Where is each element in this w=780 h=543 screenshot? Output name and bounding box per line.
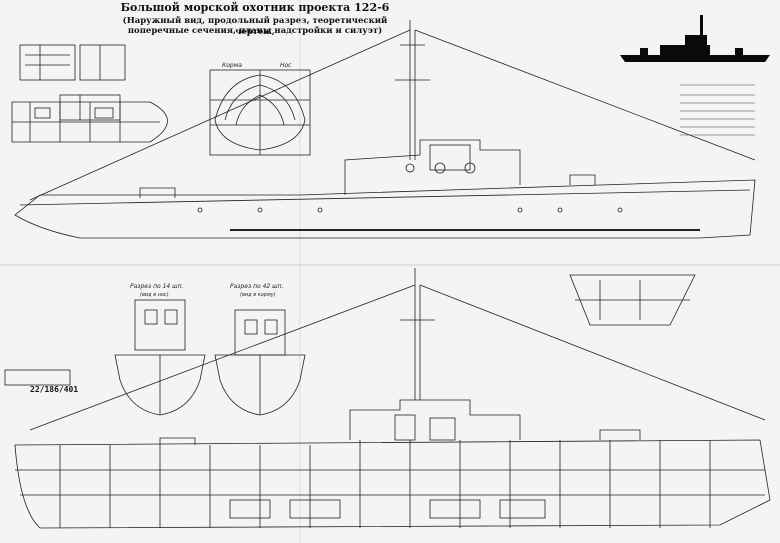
deck-plan-upper	[19, 44, 126, 121]
section-left-sublabel: (вид в нос)	[140, 292, 169, 298]
body-plan	[209, 69, 311, 156]
cross-section-left	[114, 299, 206, 416]
archive-stamp-number: 22/186/401	[30, 385, 79, 394]
drawing-subtitle-line2: поперечные сечения, планы надстройки и с…	[127, 26, 383, 36]
engine-room-plan	[569, 274, 696, 326]
section-right-label: Разрез по 42 шп.	[230, 283, 284, 290]
drawing-subtitle-line1: (Наружный вид, продольный разрез, теорет…	[122, 16, 388, 37]
section-right-sublabel: (вид в корму)	[240, 292, 276, 298]
ship-profile-outboard	[14, 20, 756, 239]
legend-box	[4, 369, 71, 386]
body-plan-bow-label: Нос	[280, 62, 292, 69]
cross-section-right	[214, 309, 306, 416]
section-left-label: Разрез по 14 шп.	[130, 283, 184, 290]
body-plan-stern-label: Корма	[222, 62, 242, 69]
drawing-title: Большой морской охотник проекта 122-6	[120, 1, 390, 14]
ship-longitudinal-section	[14, 268, 771, 529]
characteristics-table	[680, 84, 755, 136]
deck-plan-lower	[11, 101, 168, 143]
ship-silhouette	[620, 15, 770, 62]
